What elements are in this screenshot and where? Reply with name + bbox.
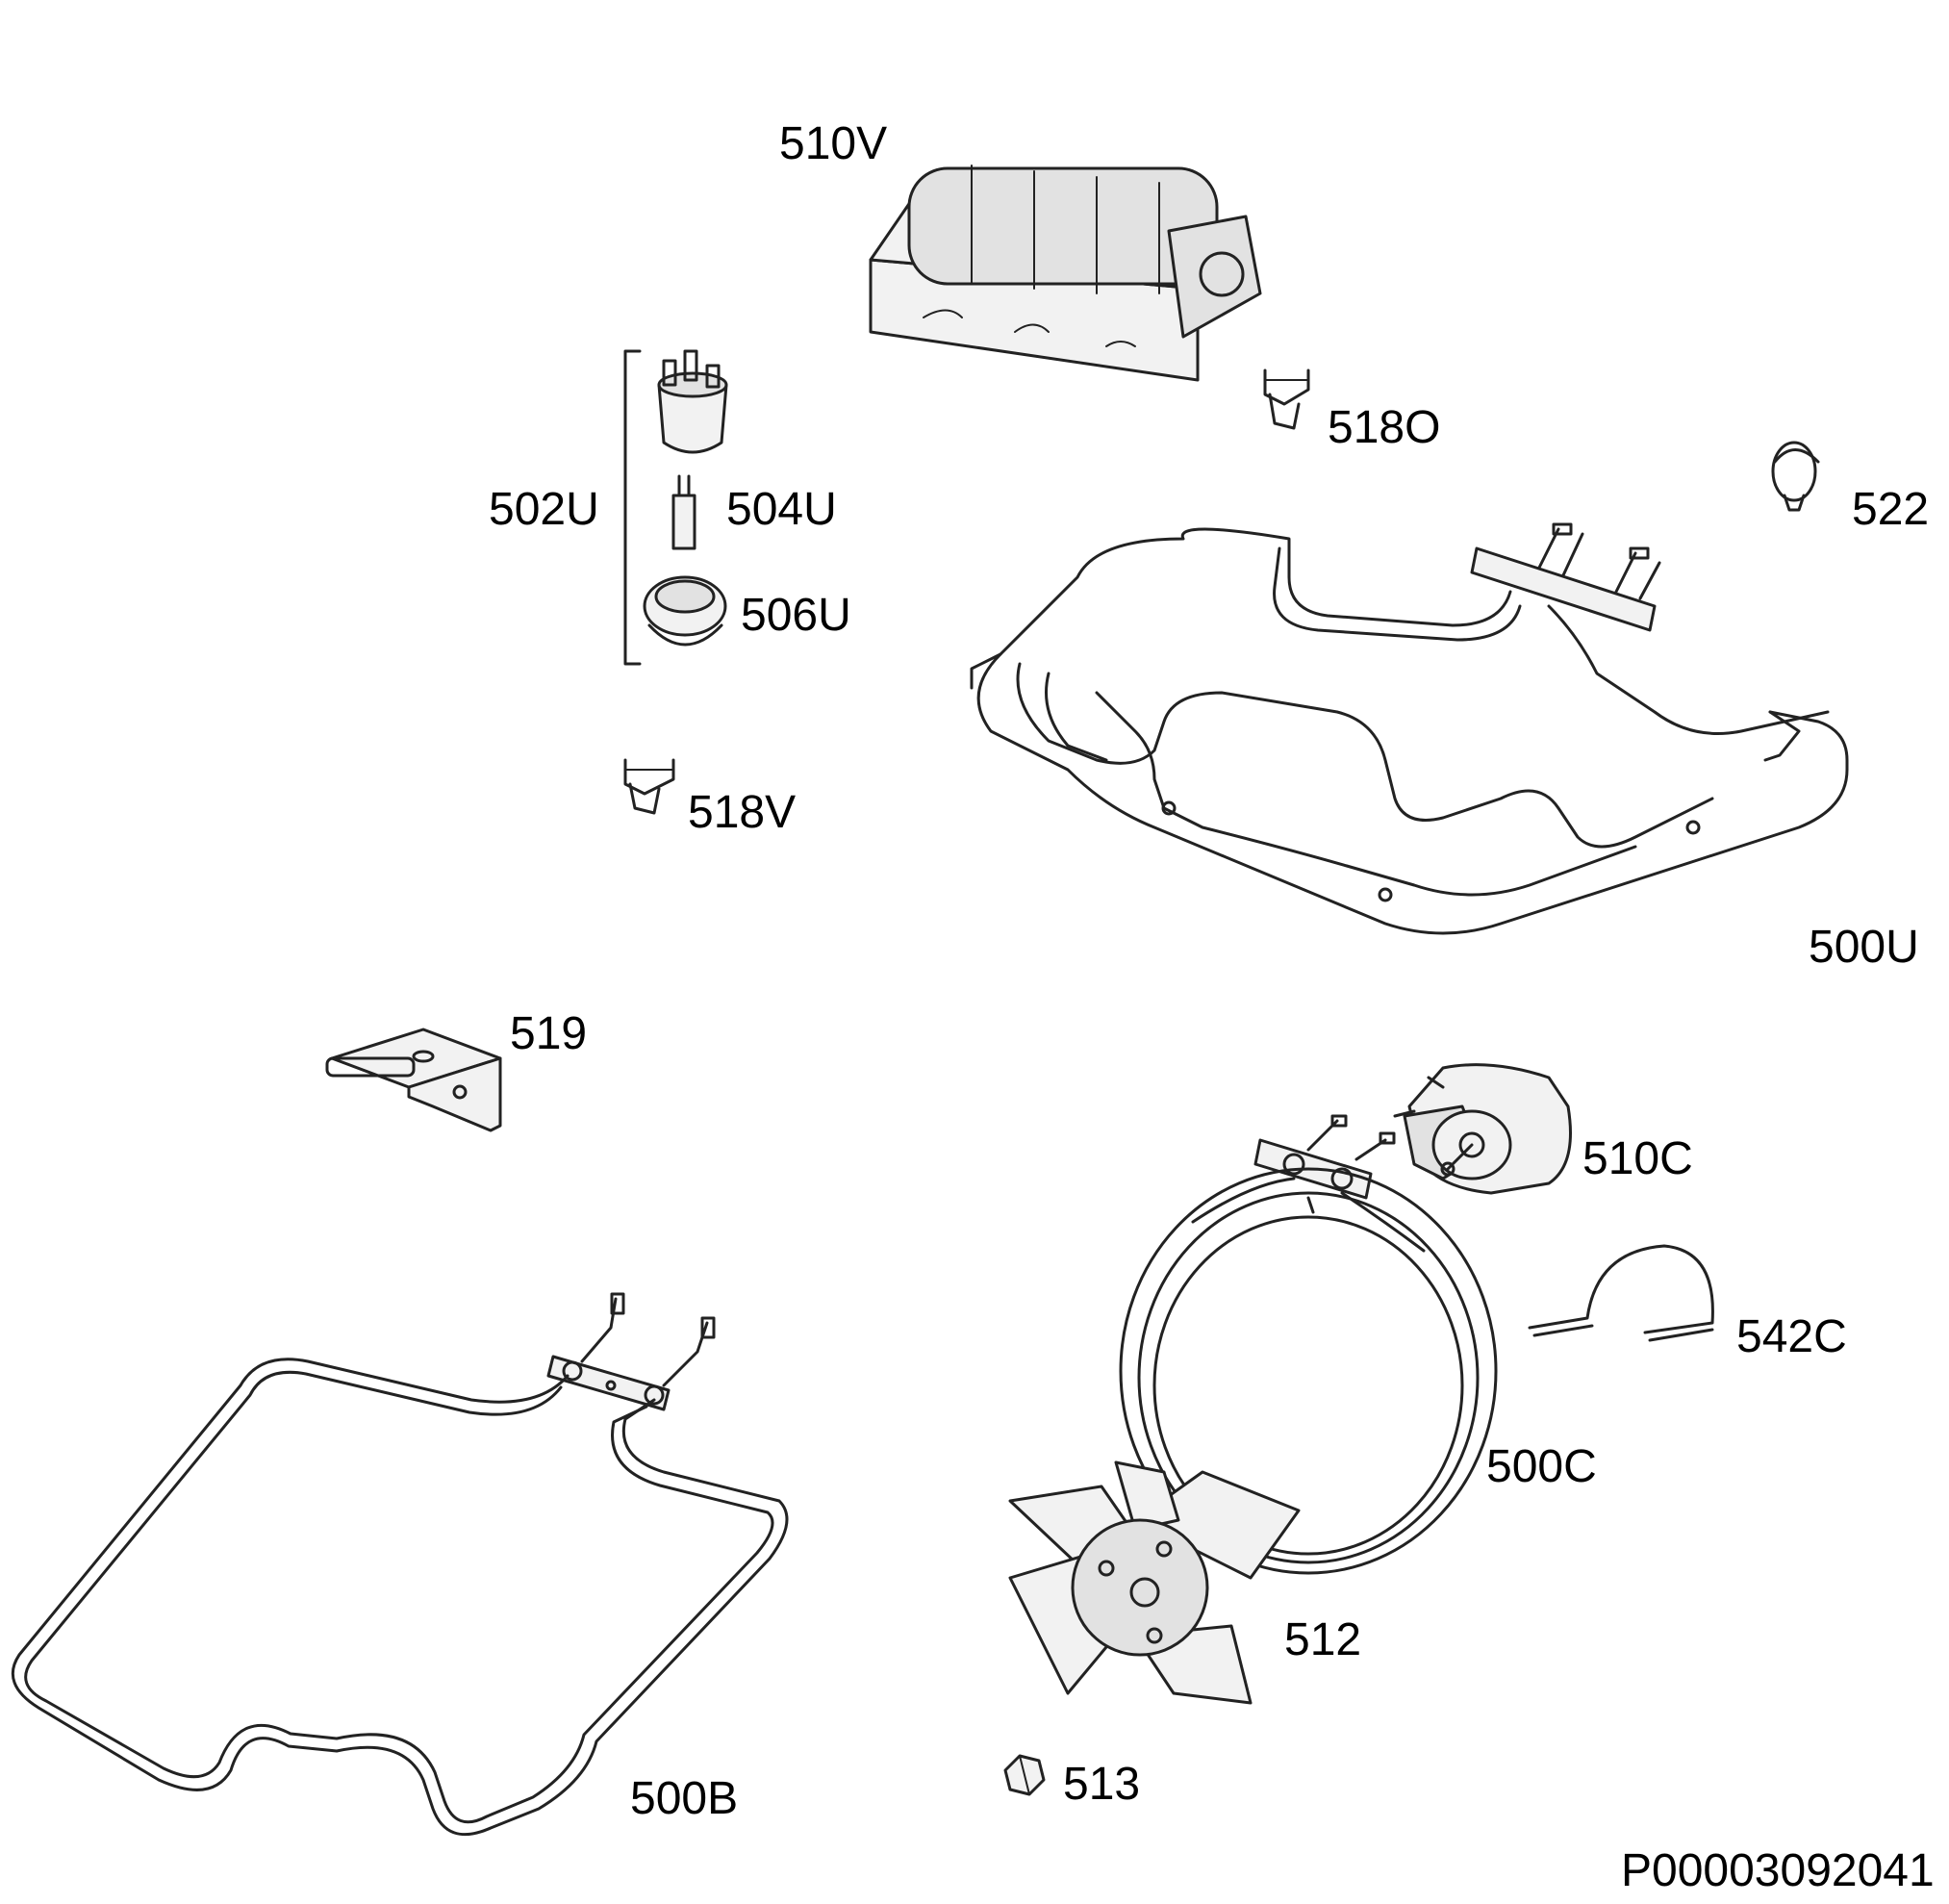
label-510C: 510C <box>1582 1133 1693 1184</box>
part-518O-clip[interactable] <box>1263 368 1310 430</box>
label-522: 522 <box>1852 484 1929 535</box>
label-504U: 504U <box>726 484 837 535</box>
part-518V-clip[interactable] <box>623 758 675 815</box>
part-519-bracket[interactable] <box>325 1028 502 1132</box>
part-510V-tangential-fan[interactable] <box>869 165 1262 382</box>
part-506U-lamp-cover[interactable] <box>643 575 727 647</box>
label-506U: 506U <box>741 590 851 641</box>
label-500B: 500B <box>630 1773 738 1824</box>
label-502U: 502U <box>489 484 599 535</box>
label-519: 519 <box>510 1008 587 1059</box>
part-513-nut[interactable] <box>1003 1754 1046 1796</box>
label-513: 513 <box>1063 1759 1140 1810</box>
bracket-502U <box>623 349 642 666</box>
label-542C: 542C <box>1736 1311 1847 1362</box>
part-542C-clamp[interactable] <box>1528 1244 1714 1342</box>
label-518O: 518O <box>1328 402 1440 453</box>
diagram-id: P00003092041 <box>1621 1845 1935 1896</box>
label-500U: 500U <box>1809 922 1919 973</box>
part-502U-lamp-holder[interactable] <box>657 349 728 454</box>
part-500B-bottom-element[interactable] <box>11 1292 789 1837</box>
label-510V: 510V <box>779 118 887 169</box>
part-500C-circular-element[interactable] <box>1119 1114 1498 1575</box>
part-522-clamp[interactable] <box>1771 441 1820 512</box>
label-518V: 518V <box>688 787 796 838</box>
part-500U-grill-element[interactable] <box>970 522 1849 935</box>
label-500C: 500C <box>1486 1441 1597 1492</box>
part-512-fan-blade[interactable] <box>1008 1460 1301 1705</box>
label-512: 512 <box>1284 1614 1361 1665</box>
part-504U-bulb[interactable] <box>671 474 696 550</box>
part-510C-fan-motor[interactable] <box>1393 1063 1572 1195</box>
